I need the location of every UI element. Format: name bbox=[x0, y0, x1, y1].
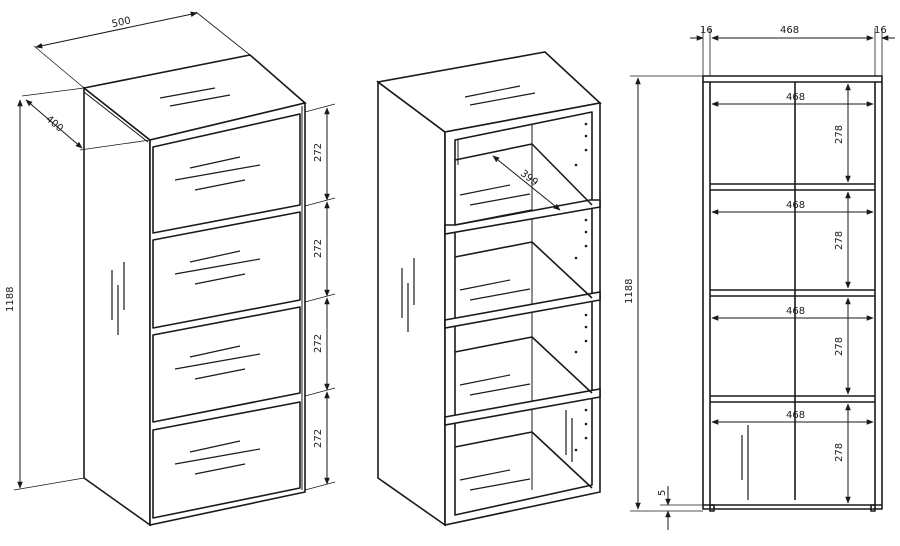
compartment-4-dim: 272 bbox=[313, 429, 324, 448]
front-gloss-marks bbox=[741, 425, 749, 500]
width-dimension-line bbox=[35, 11, 198, 49]
shelf-width-dimensions: 468 468 468 468 bbox=[711, 92, 874, 425]
shelf-4-width-dim: 468 bbox=[786, 410, 805, 421]
closed-cabinet-view: 500 400 1188 272 272 272 272 bbox=[5, 11, 336, 527]
shelf-pin-holes bbox=[574, 122, 588, 452]
front-height-label: 1188 bbox=[624, 279, 635, 304]
depth-dimension-label: 400 bbox=[43, 114, 65, 135]
door-3 bbox=[152, 306, 301, 423]
compartment-2-dim: 272 bbox=[313, 239, 324, 258]
compartment-1-height-dim: 278 bbox=[834, 125, 845, 144]
open-gloss-marks bbox=[401, 85, 573, 491]
compartment-3-dim: 272 bbox=[313, 334, 324, 353]
side-right-dim: 16 bbox=[874, 25, 887, 36]
open-shelves bbox=[444, 143, 601, 489]
door-1 bbox=[152, 113, 301, 234]
open-side-panel bbox=[377, 80, 446, 527]
shelf-1-width-dim: 468 bbox=[786, 92, 805, 103]
compartment-3-height-dim: 278 bbox=[834, 337, 845, 356]
shelf-depth-dimension-line bbox=[492, 155, 561, 211]
front-elevation-view: 16 468 16 1188 5 468 468 468 468 bbox=[624, 25, 895, 530]
compartment-2-height-dim: 278 bbox=[834, 231, 845, 250]
shelf-3-width-dim: 468 bbox=[786, 306, 805, 317]
shelf-2-width-dim: 468 bbox=[786, 200, 805, 211]
depth-dimension-line bbox=[25, 99, 83, 149]
front-shelves bbox=[710, 183, 875, 403]
compartment-4-height-dim: 278 bbox=[834, 443, 845, 462]
side-panel bbox=[83, 86, 151, 527]
compartment-height-dimensions: 278 278 278 278 bbox=[834, 83, 851, 504]
front-outer-frame bbox=[702, 75, 883, 510]
door-gloss-marks bbox=[111, 87, 261, 475]
plinth-dim: 5 bbox=[657, 490, 668, 496]
open-cabinet-view: 399 bbox=[376, 51, 602, 527]
door-4 bbox=[152, 401, 301, 519]
side-left-dim: 16 bbox=[700, 25, 713, 36]
door-2 bbox=[152, 211, 301, 329]
compartment-1-dim: 272 bbox=[313, 143, 324, 162]
inner-width-dim: 468 bbox=[780, 25, 799, 36]
width-dimension-label: 500 bbox=[111, 15, 132, 30]
height-dimension-label: 1188 bbox=[5, 287, 16, 312]
compartment-dimensions: 272 272 272 272 bbox=[304, 103, 336, 491]
